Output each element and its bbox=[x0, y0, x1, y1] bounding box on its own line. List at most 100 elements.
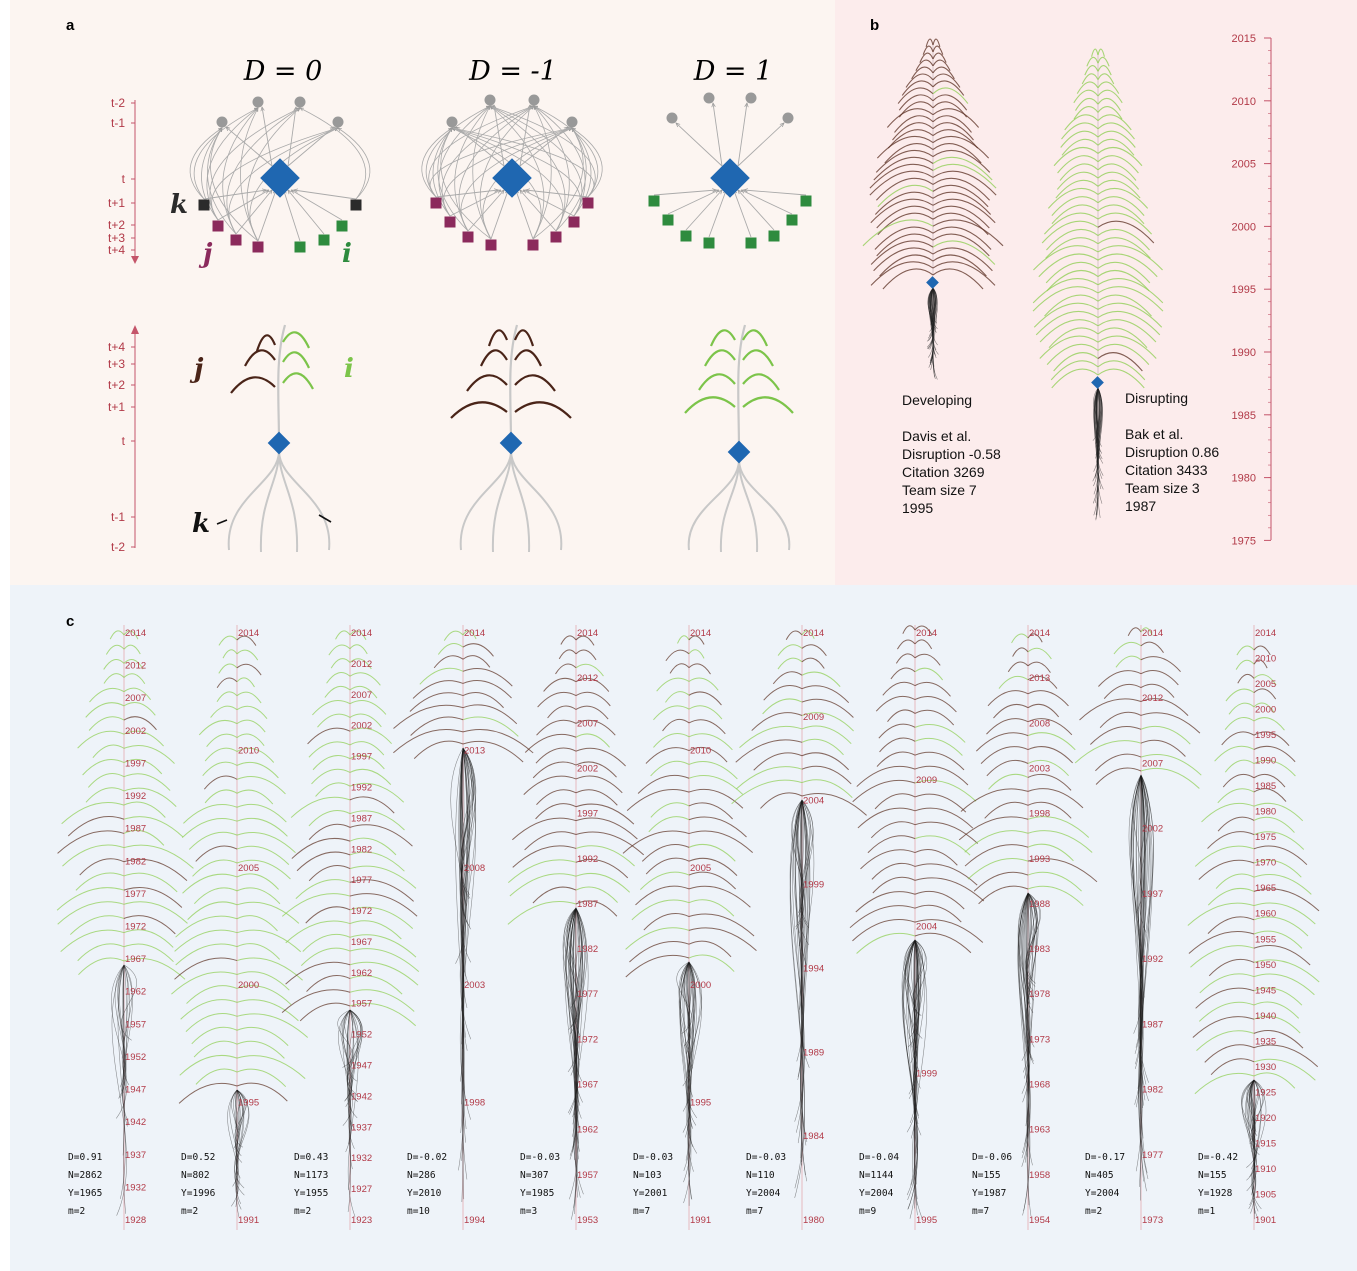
tree-stat: m=2 bbox=[294, 1206, 311, 1217]
year-label-1942: 1942 bbox=[351, 1091, 372, 1102]
year-label-1955: 1955 bbox=[1255, 934, 1276, 945]
year-label-1987: 1987 bbox=[1142, 1019, 1163, 1030]
year-label-2002: 2002 bbox=[125, 726, 146, 737]
year-label-1972: 1972 bbox=[351, 906, 372, 917]
citation-node-i bbox=[337, 221, 348, 232]
disrupting-citation: Citation 3433 bbox=[1125, 462, 1208, 478]
year-label-1999: 1999 bbox=[916, 1068, 937, 1079]
year-label-1920: 1920 bbox=[1255, 1113, 1276, 1124]
developing-team-size: Team size 7 bbox=[902, 482, 977, 498]
time-label-t-2: t-2 bbox=[111, 540, 125, 554]
year-label-2000: 2000 bbox=[1255, 705, 1276, 716]
year-label-2015: 2015 bbox=[1232, 33, 1256, 45]
year-label-1953: 1953 bbox=[577, 1215, 598, 1226]
year-label-1985: 1985 bbox=[1232, 410, 1256, 422]
year-label-2007: 2007 bbox=[351, 690, 372, 701]
year-label-1972: 1972 bbox=[577, 1034, 598, 1045]
panel-a-letter: a bbox=[66, 17, 75, 34]
reference-node bbox=[295, 97, 306, 108]
year-label-2012: 2012 bbox=[1142, 693, 1163, 704]
year-label-1968: 1968 bbox=[1029, 1080, 1050, 1091]
year-label-2000: 2000 bbox=[1232, 221, 1256, 233]
tree-stat: m=7 bbox=[746, 1206, 763, 1217]
year-label-1988: 1988 bbox=[1029, 899, 1050, 910]
year-label-1935: 1935 bbox=[1255, 1036, 1276, 1047]
year-label-2007: 2007 bbox=[577, 718, 598, 729]
disrupting-team-size: Team size 3 bbox=[1125, 480, 1200, 496]
panel-a-background bbox=[10, 0, 835, 585]
year-label-1957: 1957 bbox=[351, 999, 372, 1010]
year-label-1960: 1960 bbox=[1255, 909, 1276, 920]
year-label-1994: 1994 bbox=[464, 1215, 485, 1226]
year-label-1985: 1985 bbox=[1255, 781, 1276, 792]
year-label-2014: 2014 bbox=[690, 628, 711, 639]
tree-stat: m=3 bbox=[520, 1206, 537, 1217]
year-label-1957: 1957 bbox=[577, 1170, 598, 1181]
tree-stat: D=-0.02 bbox=[407, 1152, 447, 1163]
year-label-2014: 2014 bbox=[1029, 628, 1050, 639]
year-label-2010: 2010 bbox=[690, 745, 711, 756]
letter-k-bottom: k bbox=[192, 509, 210, 539]
tree-stat: D=0.43 bbox=[294, 1152, 328, 1163]
year-label-1997: 1997 bbox=[125, 758, 146, 769]
year-label-1950: 1950 bbox=[1255, 960, 1276, 971]
year-label-1962: 1962 bbox=[351, 968, 372, 979]
tree-stat: N=103 bbox=[633, 1170, 662, 1181]
tree-stat: D=-0.03 bbox=[520, 1152, 560, 1163]
year-label-1993: 1993 bbox=[1029, 854, 1050, 865]
year-label-1952: 1952 bbox=[351, 1030, 372, 1041]
tree-stat: Y=1955 bbox=[294, 1188, 328, 1199]
time-label-t+4: t+4 bbox=[108, 243, 125, 257]
year-label-1982: 1982 bbox=[1142, 1085, 1163, 1096]
citation-node-i bbox=[681, 231, 692, 242]
year-label-2005: 2005 bbox=[690, 863, 711, 874]
year-label-1999: 1999 bbox=[803, 880, 824, 891]
time-label-t-2: t-2 bbox=[111, 96, 125, 110]
reference-node bbox=[333, 117, 344, 128]
citation-node-j bbox=[569, 217, 580, 228]
year-label-2014: 2014 bbox=[803, 628, 824, 639]
year-label-1994: 1994 bbox=[803, 963, 824, 974]
citation-node-k bbox=[199, 200, 210, 211]
year-label-1997: 1997 bbox=[1142, 889, 1163, 900]
equation-d-one: D = 1 bbox=[693, 56, 773, 87]
citation-node-i bbox=[295, 242, 306, 253]
disrupting-heading: Disrupting bbox=[1125, 390, 1188, 406]
year-label-1967: 1967 bbox=[125, 954, 146, 965]
year-label-2014: 2014 bbox=[1142, 628, 1163, 639]
reference-node bbox=[485, 95, 496, 106]
year-label-2007: 2007 bbox=[1142, 758, 1163, 769]
year-label-2009: 2009 bbox=[916, 775, 937, 786]
letter-k-top: k bbox=[170, 190, 188, 220]
year-label-1963: 1963 bbox=[1029, 1125, 1050, 1136]
citation-node-i bbox=[746, 238, 757, 249]
letter-i-bottom: i bbox=[344, 354, 354, 384]
reference-node bbox=[529, 95, 540, 106]
developing-citation: Citation 3269 bbox=[902, 464, 985, 480]
tree-stat: m=2 bbox=[181, 1206, 198, 1217]
year-label-1995: 1995 bbox=[916, 1215, 937, 1226]
year-label-1910: 1910 bbox=[1255, 1164, 1276, 1175]
citation-node-i bbox=[649, 196, 660, 207]
tree-stat: N=155 bbox=[972, 1170, 1001, 1181]
time-label-t+4: t+4 bbox=[108, 340, 125, 354]
tree-stat: N=2862 bbox=[68, 1170, 102, 1181]
year-label-1937: 1937 bbox=[125, 1150, 146, 1161]
year-label-1915: 1915 bbox=[1255, 1138, 1276, 1149]
citation-node-j bbox=[231, 235, 242, 246]
year-label-2002: 2002 bbox=[1142, 824, 1163, 835]
tree-stat: N=307 bbox=[520, 1170, 549, 1181]
tree-stat: D=0.52 bbox=[181, 1152, 215, 1163]
year-label-2012: 2012 bbox=[577, 673, 598, 684]
time-label-t+3: t+3 bbox=[108, 357, 125, 371]
year-label-2014: 2014 bbox=[916, 628, 937, 639]
tree-stat: Y=1965 bbox=[68, 1188, 102, 1199]
tree-stat: m=7 bbox=[633, 1206, 650, 1217]
year-label-1995: 1995 bbox=[690, 1098, 711, 1109]
year-label-1954: 1954 bbox=[1029, 1215, 1050, 1226]
developing-heading: Developing bbox=[902, 392, 972, 408]
citation-node-i bbox=[663, 215, 674, 226]
citation-node-j bbox=[445, 217, 456, 228]
year-label-1975: 1975 bbox=[1255, 832, 1276, 843]
year-label-1982: 1982 bbox=[577, 944, 598, 955]
